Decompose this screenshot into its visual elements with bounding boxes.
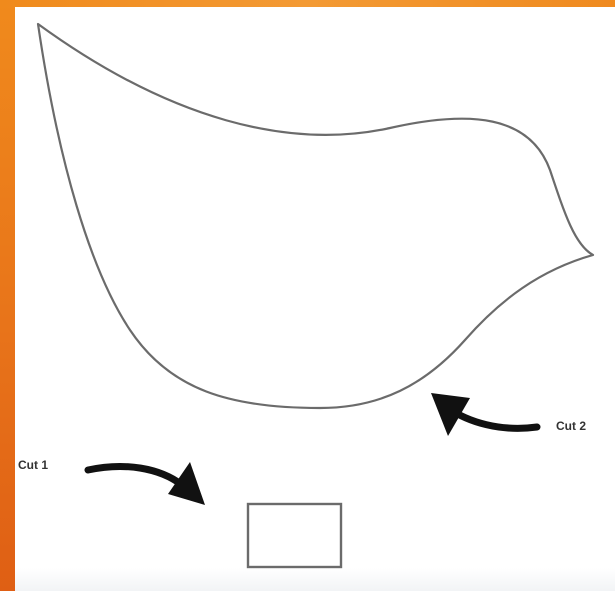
bird-body-shape xyxy=(38,24,593,408)
wing-rectangle-shape xyxy=(248,504,341,567)
cut1-label: Cut 1 xyxy=(18,458,48,472)
cut1-arrow xyxy=(88,462,205,505)
cut2-arrow xyxy=(431,393,537,436)
cut2-label: Cut 2 xyxy=(556,419,586,433)
